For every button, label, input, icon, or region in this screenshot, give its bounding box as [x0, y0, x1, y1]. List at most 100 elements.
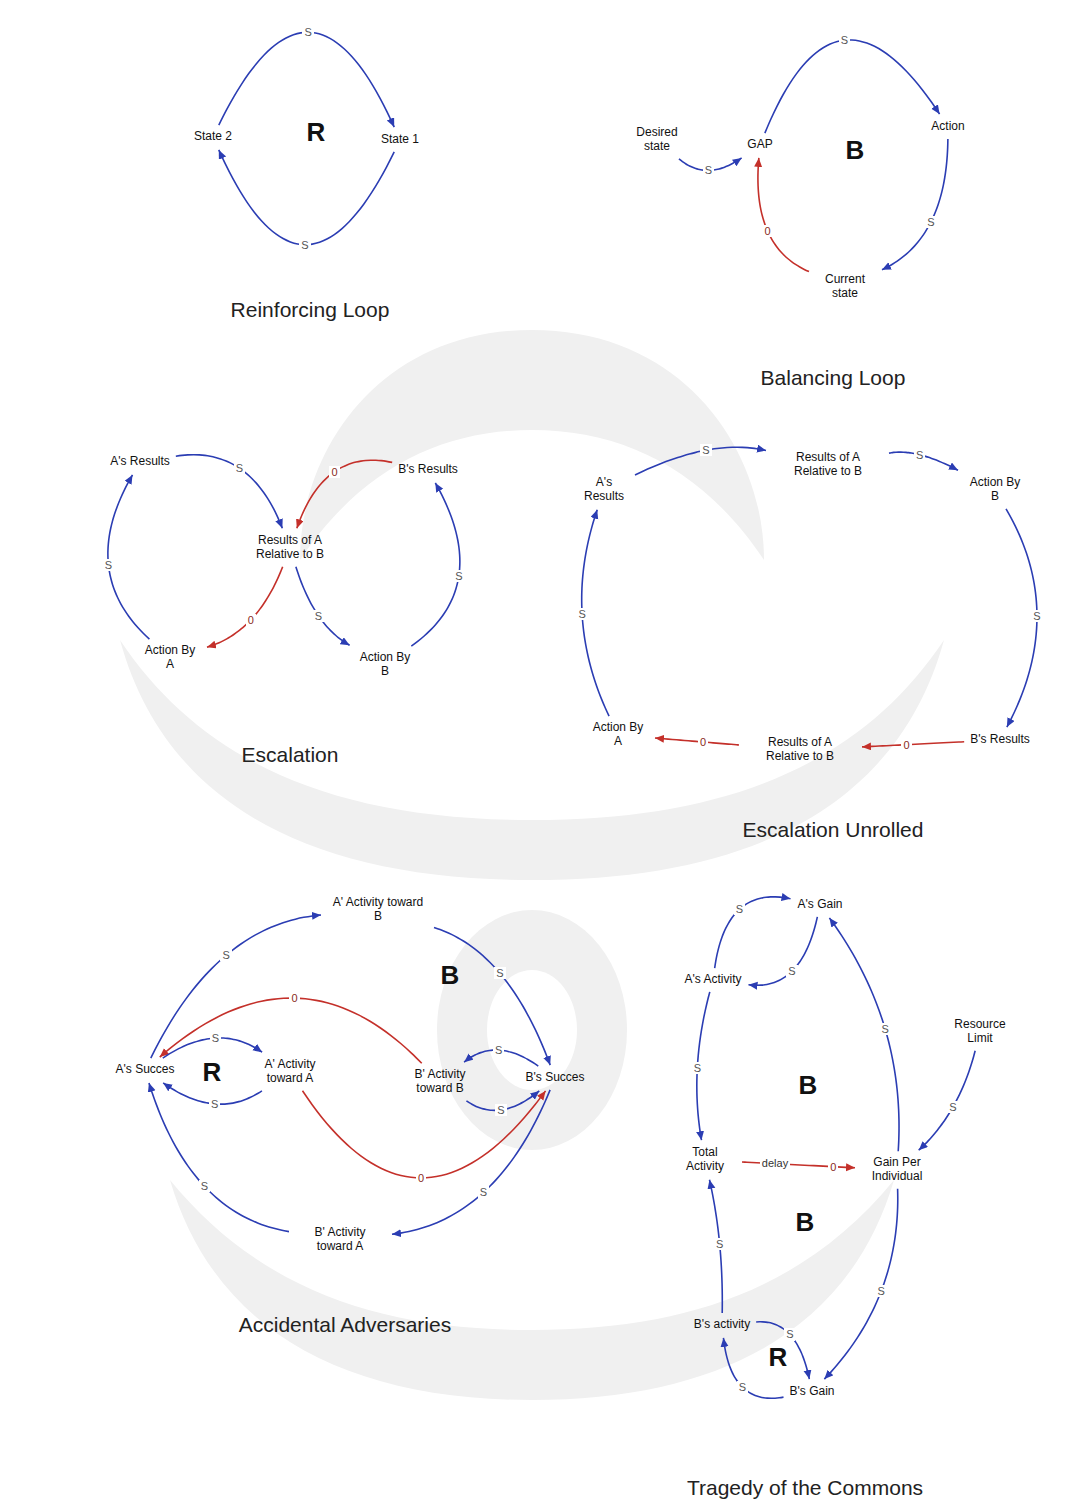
loop-variable: Action By A	[136, 641, 204, 675]
watermark-shape	[170, 1180, 894, 1400]
polarity-label: S	[879, 1023, 890, 1035]
causal-link	[756, 1322, 809, 1379]
polarity-label: 0	[289, 992, 299, 1004]
loop-variable: B's Succes	[522, 1068, 589, 1088]
polarity-label: 0	[901, 739, 911, 751]
causal-link	[160, 998, 422, 1063]
variable-text: A's Results	[579, 476, 629, 504]
variable-text: State 1	[381, 133, 419, 147]
diagram-title: Reinforcing Loop	[231, 298, 390, 322]
variable-text: Gain Per Individual	[862, 1156, 932, 1184]
polarity-label: S	[925, 216, 936, 228]
causal-link	[297, 460, 392, 528]
polarity-label: S	[209, 1098, 220, 1110]
loop-variable: A's Gain	[794, 895, 847, 915]
polarity-label: S	[103, 559, 114, 571]
causal-link	[149, 1083, 289, 1232]
causal-link	[108, 475, 150, 639]
causal-link	[748, 917, 817, 985]
loop-variable: Total Activity	[670, 1143, 740, 1177]
loop-variable: A' Activity toward A	[241, 1055, 339, 1089]
causal-link	[434, 927, 550, 1065]
polarity-label: S	[299, 239, 310, 251]
delay-label: delay	[760, 1157, 790, 1169]
polarity-label: S	[210, 1032, 221, 1044]
polarity-label: S	[784, 1328, 795, 1340]
variable-text: Results of A Relative to B	[745, 736, 855, 764]
polarity-label: S	[453, 570, 464, 582]
variable-text: B's Results	[970, 733, 1030, 747]
causal-link	[176, 455, 283, 528]
diagram-title: Escalation	[242, 743, 339, 767]
causal-link	[207, 567, 283, 647]
variable-text: Total Activity	[674, 1146, 736, 1174]
loop-marker: R	[769, 1342, 788, 1373]
loop-variable: Results of A Relative to B	[231, 531, 349, 565]
causal-link	[715, 897, 791, 968]
polarity-label: S	[1031, 610, 1042, 622]
loop-variable: A' Activity toward B	[324, 893, 432, 927]
variable-text: B' Activity toward B	[395, 1068, 485, 1096]
polarity-label: S	[199, 1180, 210, 1192]
polarity-label: S	[714, 1238, 725, 1250]
loop-variable: State 1	[377, 130, 423, 150]
polarity-label: S	[786, 965, 797, 977]
variable-text: Desired state	[622, 126, 692, 154]
variable-text: A' Activity toward B	[328, 896, 428, 924]
loop-variable: A's Activity	[681, 970, 746, 990]
variable-text: B's activity	[694, 1318, 750, 1332]
variable-text: Action By A	[588, 721, 648, 749]
watermark-shape	[300, 330, 764, 560]
loop-variable: State 2	[190, 127, 236, 147]
diagram-title: Tragedy of the Commons	[687, 1476, 923, 1500]
loop-variable: Action	[927, 117, 968, 137]
loop-variable: GAP	[743, 135, 776, 155]
loop-variable: B's Results	[394, 460, 462, 480]
loop-variable: Desired state	[618, 123, 696, 157]
variable-text: B' Activity toward A	[295, 1226, 385, 1254]
causal-link	[392, 1090, 550, 1234]
polarity-label: S	[478, 1186, 489, 1198]
diagram-title: Escalation Unrolled	[743, 818, 924, 842]
polarity-label: S	[692, 1062, 703, 1074]
loop-variable: Resource Limit	[941, 1015, 1019, 1049]
polarity-label: 0	[828, 1161, 838, 1173]
variable-text: A's Succes	[116, 1063, 175, 1077]
causal-link	[882, 139, 948, 270]
variable-text: Results of A Relative to B	[235, 534, 345, 562]
loop-variable: A's Results	[106, 452, 174, 472]
variable-text: Action By B	[355, 651, 415, 679]
variable-text: A's Results	[110, 455, 170, 469]
loop-variable: Results of A Relative to B	[769, 448, 887, 482]
variable-text: A's Gain	[798, 898, 843, 912]
variable-text: B's Succes	[526, 1071, 585, 1085]
polarity-label: 0	[698, 736, 708, 748]
causal-link	[758, 158, 809, 272]
polarity-label: S	[839, 34, 850, 46]
variable-text: A's Activity	[685, 973, 742, 987]
causal-link	[829, 918, 899, 1151]
polarity-label: S	[700, 444, 711, 456]
variable-text: Action	[931, 120, 964, 134]
loop-variable: Gain Per Individual	[858, 1153, 936, 1187]
variable-text: Resource Limit	[945, 1018, 1015, 1046]
loop-marker: B	[441, 960, 460, 991]
loop-variable: A's Succes	[112, 1060, 179, 1080]
diagram-title: Balancing Loop	[761, 366, 906, 390]
causal-link	[824, 1189, 897, 1379]
loop-marker: B	[799, 1070, 818, 1101]
loop-variable: B' Activity toward A	[291, 1223, 389, 1257]
loop-marker: R	[307, 117, 326, 148]
polarity-label: S	[703, 164, 714, 176]
loop-variable: B' Activity toward B	[391, 1065, 489, 1099]
polarity-label: S	[947, 1101, 958, 1113]
loop-marker: R	[203, 1057, 222, 1088]
variable-text: B's Gain	[790, 1385, 835, 1399]
causal-link	[765, 40, 940, 133]
polarity-label: S	[234, 462, 245, 474]
polarity-label: S	[495, 1104, 506, 1116]
